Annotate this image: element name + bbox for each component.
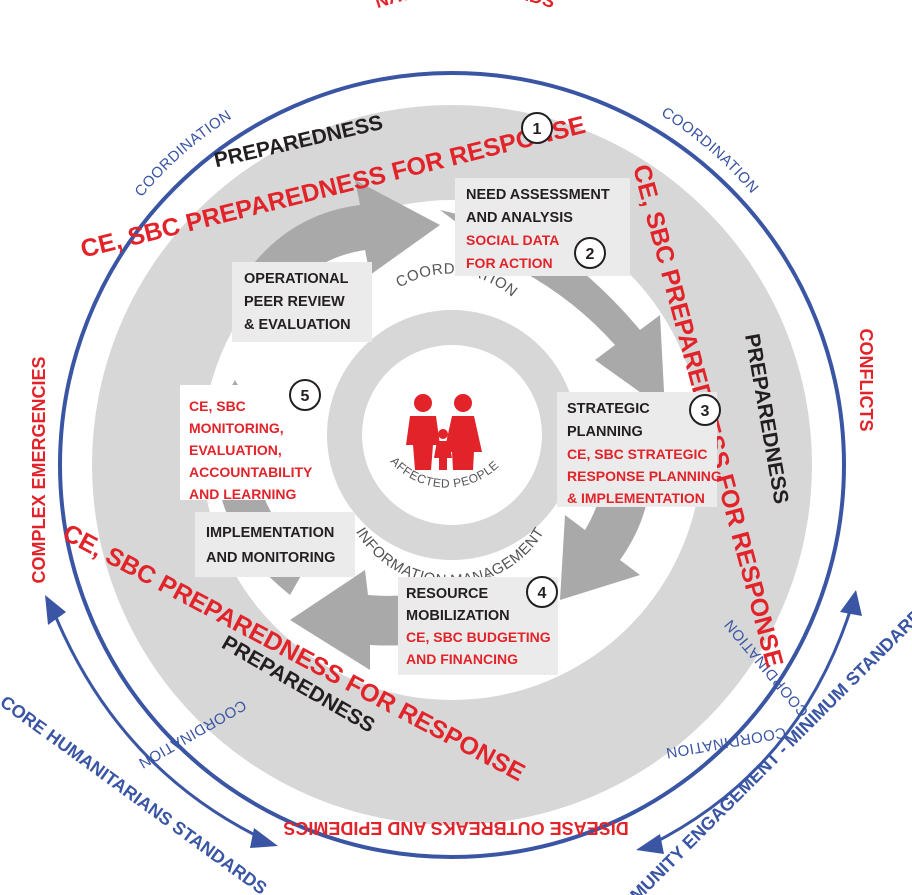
monitoring-sub-4: ACCOUNTABILITY: [189, 464, 313, 480]
step-number-4: 4: [526, 576, 558, 608]
step-box-need-assessment: NEED ASSESSMENT AND ANALYSIS SOCIAL DATA…: [455, 178, 630, 276]
step-box-implementation: IMPLEMENTATION AND MONITORING: [195, 512, 355, 577]
standards-arrow-left: [45, 595, 278, 848]
resource-title-1: RESOURCE: [406, 586, 489, 602]
strategic-title-1: STRATEGIC: [567, 401, 650, 417]
strategic-title-2: PLANNING: [567, 424, 643, 440]
outer-blue-ring: [58, 71, 846, 859]
monitoring-sub-1: CE, SBC: [189, 398, 246, 414]
need-assessment-title-2: AND ANALYSIS: [466, 210, 573, 226]
step-number-3-text: 3: [701, 403, 710, 420]
need-assessment-title-1: NEED ASSESSMENT: [466, 187, 610, 203]
strategic-sub-3: & IMPLEMENTATION: [567, 490, 705, 506]
step-number-1-text: 1: [533, 121, 542, 138]
review-line-1: OPERATIONAL: [244, 271, 349, 287]
step-number-5-text: 5: [301, 388, 310, 405]
need-assessment-sub-2: FOR ACTION: [466, 255, 553, 271]
step-number-5: 5: [289, 379, 321, 411]
resource-sub-1: CE, SBC BUDGETING: [406, 629, 551, 645]
step-number-2-text: 2: [586, 246, 595, 263]
step-number-2: 2: [574, 237, 606, 269]
implementation-line-1: IMPLEMENTATION: [206, 525, 334, 541]
monitoring-sub-2: MONITORING,: [189, 420, 284, 436]
review-line-3: & EVALUATION: [244, 317, 351, 333]
outer-label-right: CONFLICTS: [856, 329, 876, 432]
step-box-strategic-planning: STRATEGIC PLANNING CE, SBC STRATEGIC RES…: [557, 392, 722, 507]
monitoring-sub-3: EVALUATION,: [189, 442, 282, 458]
implementation-line-2: AND MONITORING: [206, 550, 335, 566]
standards-arrow-right: [636, 590, 862, 854]
need-assessment-sub-1: SOCIAL DATA: [466, 232, 559, 248]
step-box-resource: RESOURCE MOBILIZATION CE, SBC BUDGETING …: [398, 577, 558, 675]
step-number-3: 3: [689, 394, 721, 426]
step-number-1: 1: [521, 112, 553, 144]
step-number-4-text: 4: [538, 585, 547, 602]
review-line-2: PEER REVIEW: [244, 294, 345, 310]
outer-label-left: COMPLEX EMERGENCIES: [29, 356, 49, 583]
resource-sub-2: AND FINANCING: [406, 651, 518, 667]
resource-title-2: MOBILIZATION: [406, 608, 510, 624]
monitoring-sub-5: AND LEARNING: [189, 486, 296, 502]
outer-label-top: NATURAL HAZARDS: [373, 0, 558, 12]
strategic-sub-2: RESPONSE PLANNING: [567, 468, 722, 484]
step-box-review: OPERATIONAL PEER REVIEW & EVALUATION: [232, 262, 372, 342]
family-icon: [406, 394, 482, 470]
step-box-monitoring: CE, SBC MONITORING, EVALUATION, ACCOUNTA…: [180, 385, 315, 502]
strategic-sub-1: CE, SBC STRATEGIC: [567, 446, 708, 462]
outer-label-bottom: DISEASE OUTBREAKS AND EPIDEMICS: [283, 818, 628, 838]
